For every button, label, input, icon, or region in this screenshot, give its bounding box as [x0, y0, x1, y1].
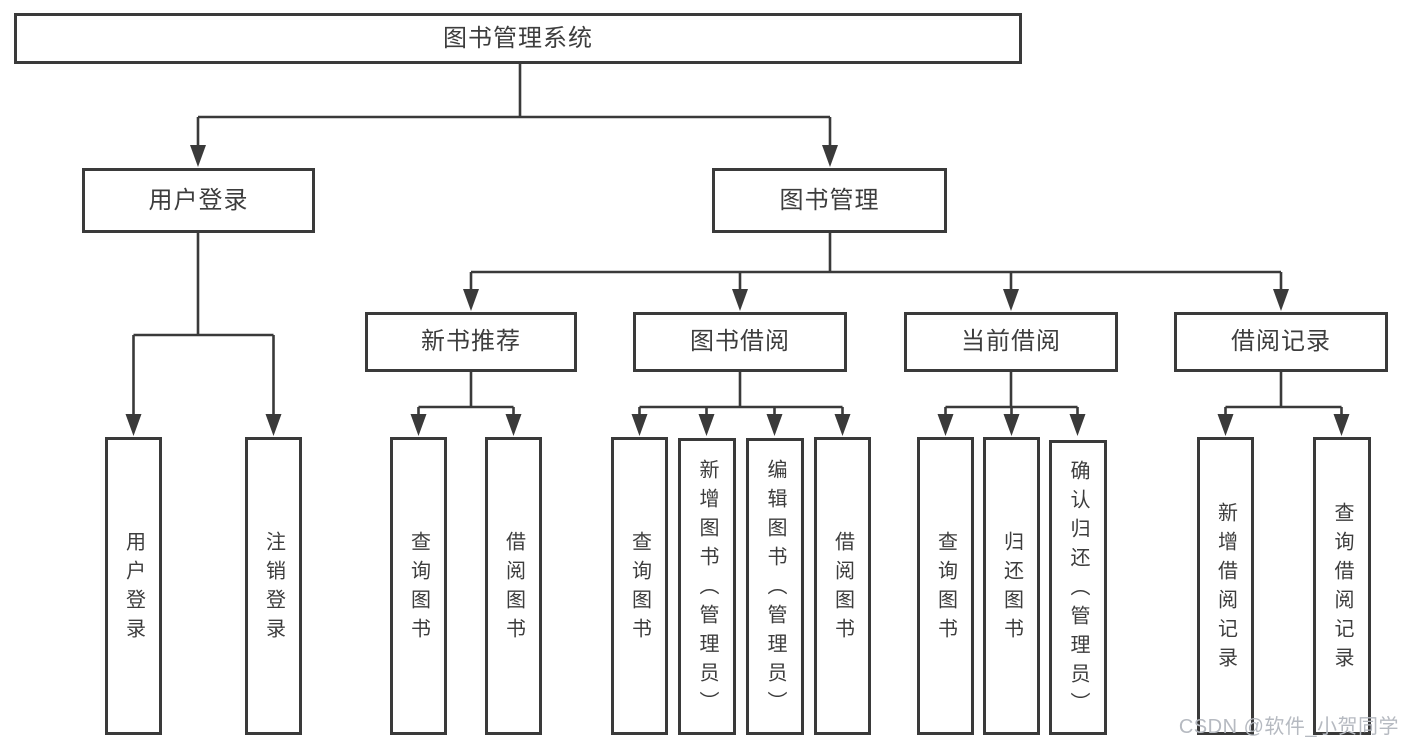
leaf-newbook-borrow-books: 借阅图书	[485, 437, 542, 735]
node-new-book-recommend: 新书推荐	[365, 312, 577, 372]
leaf-current-return-books: 归还图书	[983, 437, 1040, 735]
leaf-borrowing-query-books: 查询图书	[611, 437, 668, 735]
node-user-login: 用户登录	[82, 168, 315, 233]
leaf-current-confirm-return-admin: 确认归还（管理员）	[1049, 440, 1107, 735]
leaf-newbook-query-books: 查询图书	[390, 437, 447, 735]
node-book-borrowing: 图书借阅	[633, 312, 847, 372]
leaf-current-query-books: 查询图书	[917, 437, 974, 735]
leaf-borrowing-borrow-books: 借阅图书	[814, 437, 871, 735]
leaf-borrowing-edit-books-admin: 编辑图书（管理员）	[746, 438, 804, 735]
leaf-logout-login: 注销登录	[245, 437, 302, 735]
node-root: 图书管理系统	[14, 13, 1022, 64]
leaf-user-login: 用户登录	[105, 437, 162, 735]
node-current-borrowing: 当前借阅	[904, 312, 1118, 372]
leaf-records-query-record: 查询借阅记录	[1313, 437, 1371, 735]
node-borrow-records: 借阅记录	[1174, 312, 1388, 372]
leaf-borrowing-add-books-admin: 新增图书（管理员）	[678, 438, 736, 735]
leaf-records-add-record: 新增借阅记录	[1197, 437, 1254, 735]
node-book-management: 图书管理	[712, 168, 947, 233]
arrowheads	[125, 145, 1350, 436]
